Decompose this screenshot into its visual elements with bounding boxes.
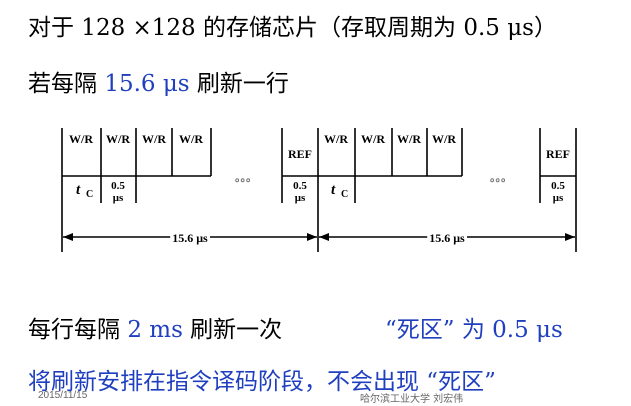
refresh-interval-value: 15.6 μs: [104, 71, 190, 97]
tc-label-2-sub: C: [341, 189, 348, 200]
arrow-left-2: [319, 233, 329, 241]
gap-dots-2: 。。。: [490, 172, 512, 184]
wr-label-6: W/R: [361, 132, 385, 146]
wr-label-5: W/R: [324, 132, 348, 146]
row-refresh-line: 每行每隔 2 ms 刷新一次: [28, 310, 282, 344]
ref-label-2: REF: [546, 147, 570, 161]
wr-label-3: W/R: [142, 132, 166, 146]
wr-label-2: W/R: [106, 132, 130, 146]
decode-phase-note: 将刷新安排在指令译码阶段，不会出现 “死区”: [28, 369, 496, 395]
arrow-right-2: [565, 233, 575, 241]
tc-label-1-main: t: [76, 182, 81, 198]
arrow-left-1: [63, 233, 73, 241]
refresh-interval-prefix: 若每隔: [28, 71, 105, 97]
wr-label-1: W/R: [69, 132, 93, 146]
gap-dots-1: 。。。: [235, 172, 257, 184]
half-us-label-2-top: 0.5: [293, 180, 307, 192]
row-refresh-suffix: 刷新一次: [182, 317, 283, 343]
interval-label-1: 15.6 μs: [172, 231, 208, 245]
dead-zone-note: “死区” 为 0.5 μs: [385, 317, 563, 343]
wr-label-8: W/R: [432, 132, 456, 146]
half-us-label-2-bottom: μs: [295, 192, 306, 204]
footer-date: 2015/11/15: [38, 390, 88, 401]
half-us-label-1-top: 0.5: [111, 180, 125, 192]
row-refresh-prefix: 每行每隔: [28, 317, 128, 343]
interval-label-2: 15.6 μs: [429, 231, 465, 245]
refresh-interval-suffix: 刷新一行: [189, 71, 289, 97]
footer-school: 哈尔滨工业大学 刘宏伟: [360, 394, 464, 405]
refresh-interval-line: 若每隔 15.6 μs 刷新一行: [28, 64, 289, 98]
half-us-label-3-top: 0.5: [551, 180, 565, 192]
tc-label-1-sub: C: [86, 189, 93, 200]
row-refresh-value: 2 ms: [127, 317, 183, 343]
title-line: 对于 128 ×128 的存储芯片（存取周期为 0.5 μs）: [28, 15, 557, 41]
wr-label-4: W/R: [179, 132, 203, 146]
half-us-label-1-bottom: μs: [113, 192, 124, 204]
arrow-right-1: [307, 233, 317, 241]
half-us-label-3-bottom: μs: [553, 192, 564, 204]
wr-label-7: W/R: [397, 132, 421, 146]
tc-label-2-main: t: [331, 182, 336, 198]
ref-label-1: REF: [288, 147, 312, 161]
